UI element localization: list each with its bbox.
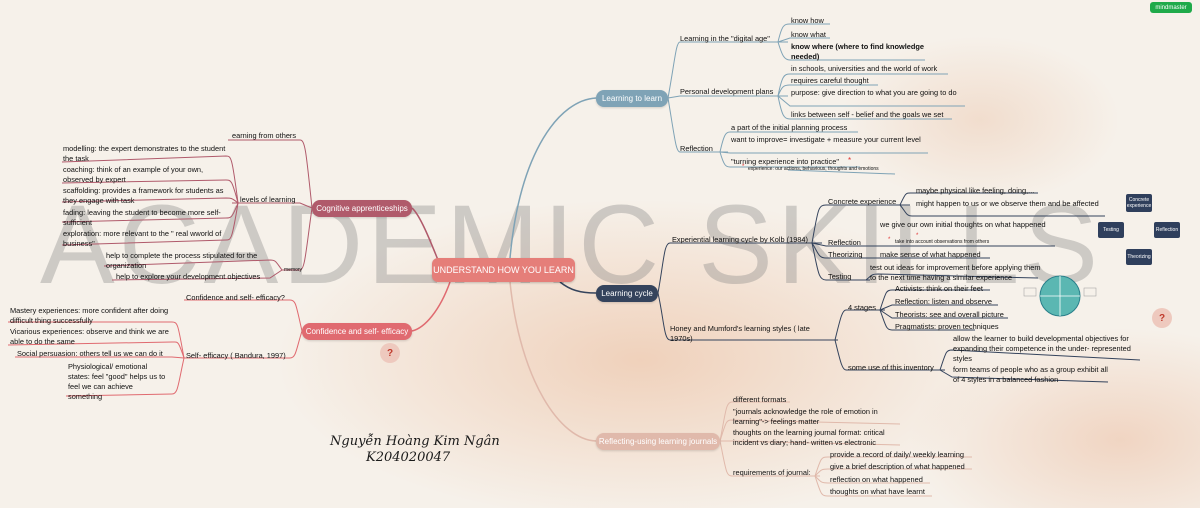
learning-styles-wheel-image: [1023, 275, 1097, 317]
theorizing-item: make sense of what happened: [880, 250, 981, 259]
asterisk-icon: *: [848, 156, 852, 165]
memory-item: help to complete the process stipulated …: [106, 251, 258, 270]
journal-item: different formats: [733, 395, 787, 404]
know-how: know how: [791, 16, 824, 25]
reflection-item: a part of the initial planning process: [731, 123, 848, 132]
level-item: exploration: more relevant to the " real…: [63, 229, 222, 248]
stage-item: Activists: think on their feet: [895, 284, 983, 293]
kolb-reflection-box: Reflection: [1154, 222, 1180, 238]
concrete-item: might happen to us or we observe them an…: [916, 199, 1099, 208]
central-topic[interactable]: UNDERSTAND HOW YOU LEARN: [432, 258, 575, 282]
stage-item: Reflection: listen and observe: [895, 297, 992, 306]
kolb-label: Experiential learning cycle by Kolb (198…: [672, 235, 808, 244]
concrete-label: Concrete experience: [828, 197, 897, 206]
reflection-item: "turning experience into practice": [731, 157, 839, 166]
earning-from-others: earning from others: [232, 131, 297, 140]
requirement-item: provide a record of daily/ weekly learni…: [830, 450, 964, 459]
kolb-reflection-item: we give our own initial thoughts on what…: [880, 220, 1046, 229]
asterisk-icon: *: [916, 233, 919, 239]
requirement-item: give a brief description of what happene…: [830, 462, 965, 471]
pdp-item: in schools, universities and the world o…: [791, 64, 938, 73]
asterisk-icon: *: [888, 237, 891, 243]
pdp-item: requires careful thought: [791, 76, 869, 85]
reflection-note: experience: our actions, behavious, thou…: [748, 166, 879, 172]
journal-item: thoughts on the learning journal format:…: [733, 428, 885, 447]
reflection-label: Reflection: [680, 144, 713, 153]
question-icon[interactable]: ?: [380, 343, 400, 363]
stage-item: Theorists: see and overall picture: [895, 310, 1004, 319]
author-name: Nguyễn Hoàng Kim Ngân: [330, 434, 500, 449]
digital-age-label: Learning in the "digital age": [680, 34, 770, 43]
know-where: know where (where to find knowledge need…: [791, 42, 925, 61]
requirement-item: reflection on what happened: [830, 475, 923, 484]
personal-dev-label: Personal development plans: [680, 87, 774, 96]
stage-item: Pragmatists: proven techniques: [895, 322, 999, 331]
efficacy-item: Mastery experiences: more confident afte…: [10, 306, 169, 325]
pdp-item: purpose: give direction to what you are …: [791, 88, 957, 97]
efficacy-item: Social persuasion: others tell us we can…: [17, 349, 163, 358]
testing-item: test out ideas for improvement before ap…: [870, 263, 1041, 282]
level-item: coaching: think of an example of your ow…: [63, 165, 204, 184]
author-id: K204020047: [366, 450, 451, 465]
journal-item: "journals acknowledge the role of emotio…: [733, 407, 878, 426]
concrete-item: maybe physical like feeling, doing,...: [916, 186, 1035, 195]
theorizing-label: Theorizing: [828, 250, 863, 259]
topic-confidence-self-efficacy[interactable]: Confidence and self- efficacy: [302, 323, 412, 340]
four-stages-label: 4 stages: [848, 303, 876, 312]
kolb-reflection-label: Reflection: [828, 238, 861, 247]
asterisk-icon: *: [742, 164, 745, 170]
requirement-item: thoughts on what have learnt: [830, 487, 925, 496]
efficacy-item: Vicarious experiences: observe and think…: [10, 327, 169, 346]
confidence-question: Confidence and self- efficacy?: [186, 293, 285, 302]
mindmaster-logo[interactable]: mindmaster: [1150, 2, 1192, 13]
inventory-label: some use of this inventory: [848, 363, 934, 372]
reflection-item: want to improve= investigate + measure y…: [731, 135, 921, 144]
kolb-testing-box: Testing: [1098, 222, 1124, 238]
memory-item: help to explore your development objecti…: [116, 272, 261, 281]
kolb-concrete-box: Concrete experience: [1126, 194, 1152, 212]
question-icon-right[interactable]: ?: [1152, 308, 1172, 328]
topic-learning-cycle[interactable]: Learning cycle: [596, 285, 658, 302]
memory-label: memory: [284, 267, 303, 273]
topic-learning-to-learn[interactable]: Learning to learn: [596, 90, 668, 107]
inventory-item: allow the learner to build developmental…: [953, 334, 1131, 363]
pdp-item: links between self - belief and the goal…: [791, 110, 944, 119]
topic-reflecting-journals[interactable]: Reflecting-using learning journals: [596, 433, 720, 450]
topic-cognitive-apprenticeships[interactable]: Cognitive apprenticeships: [312, 200, 412, 217]
bandura-label: Self- efficacy ( Bandura, 1997): [186, 351, 286, 360]
level-item: modelling: the expert demonstrates to th…: [63, 144, 226, 163]
honey-mumford-label: Honey and Mumford's learning styles ( la…: [670, 324, 810, 343]
kolb-reflection-note: take into account observations from othe…: [895, 239, 990, 245]
kolb-theorizing-box: Theorizing: [1126, 249, 1152, 265]
level-item: scaffolding: provides a framework for st…: [63, 186, 224, 205]
testing-label: Testing: [828, 272, 852, 281]
inventory-item: form teams of people who as a group exhi…: [953, 365, 1108, 384]
levels-label: levels of learning: [240, 195, 296, 204]
level-item: fading: leaving the student to become mo…: [63, 208, 221, 227]
requirements-label: requirements of journal:: [733, 468, 811, 477]
know-what: know what: [791, 30, 826, 39]
efficacy-item: Physiological/ emotional states: feel "g…: [68, 362, 166, 401]
